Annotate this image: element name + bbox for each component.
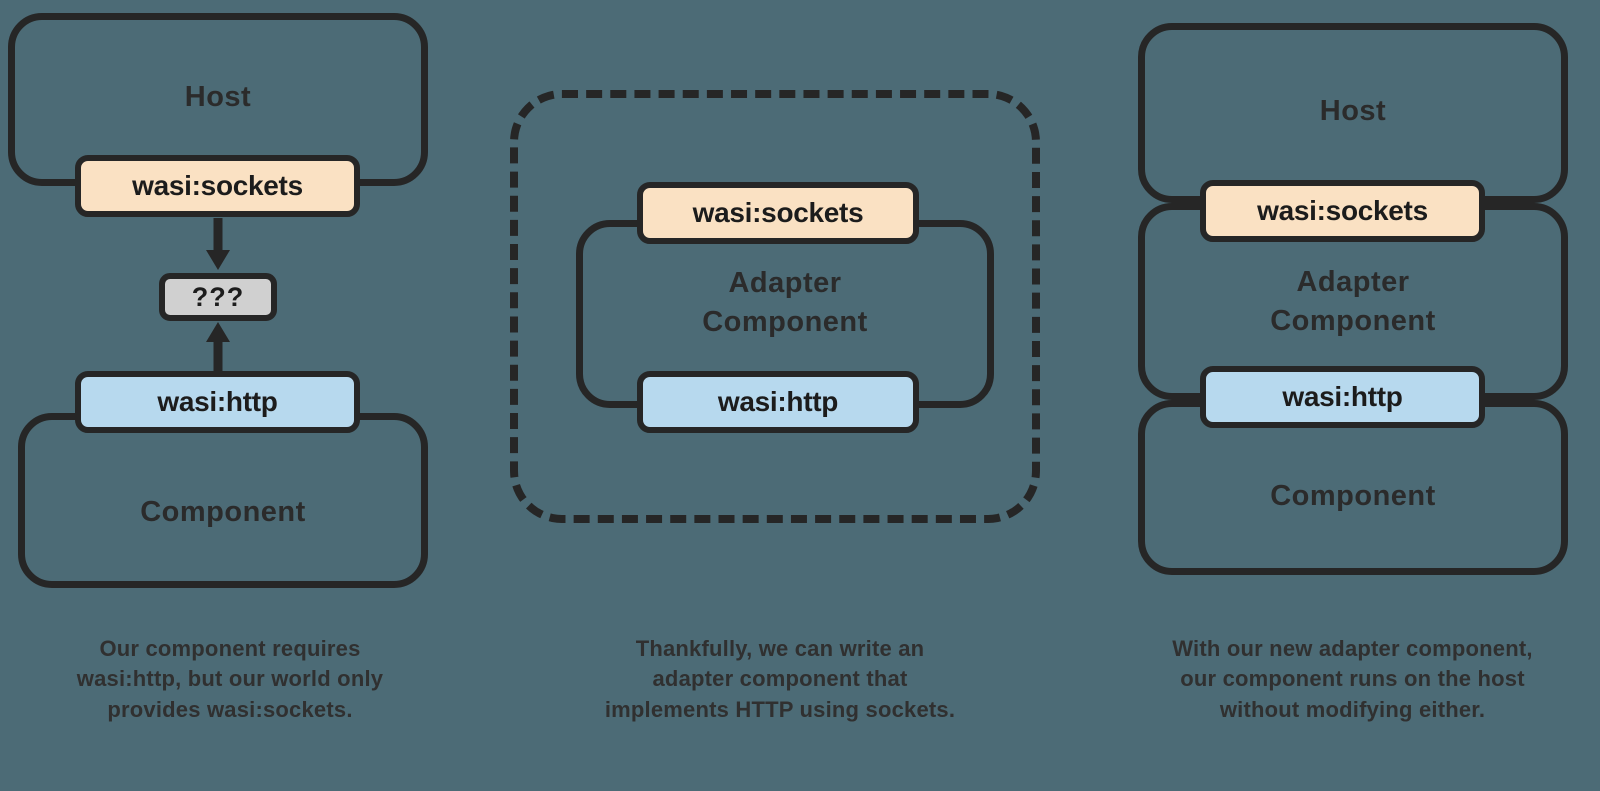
component-label-panel-3: Component xyxy=(1270,480,1436,512)
chip-wasi-http-panel-1[interactable]: wasi:http xyxy=(75,371,360,433)
adapter-label-panel-2: Adapter Component xyxy=(702,267,868,339)
host-label-panel-1: Host xyxy=(184,81,252,113)
chip-wasi-sockets-panel-1[interactable]: wasi:sockets xyxy=(75,155,360,217)
chip-label: wasi:http xyxy=(717,386,839,417)
chip-label: wasi:http xyxy=(1282,381,1403,412)
component-label-panel-1: Component xyxy=(140,496,306,528)
host-box-panel-3: Host xyxy=(1138,23,1568,203)
arrow-down-icon-panel-1 xyxy=(206,218,230,270)
chip-label: wasi:sockets xyxy=(132,170,303,201)
chip-label: wasi:sockets xyxy=(1257,195,1428,226)
panel-3: Host Adapter Component Component wasi:so… xyxy=(1120,0,1590,791)
chip-wasi-http-panel-2[interactable]: wasi:http xyxy=(637,371,919,433)
chip-label: wasi:http xyxy=(157,386,278,417)
world-boundary-box-panel-2 xyxy=(510,90,1040,523)
chip-label: ??? xyxy=(191,281,245,312)
panel-1: Host Component wasi:sockets ??? wasi:htt… xyxy=(0,0,460,791)
caption-panel-2: Thankfully, we can write an adapter comp… xyxy=(604,636,956,722)
chip-wasi-sockets-panel-3[interactable]: wasi:sockets xyxy=(1200,180,1485,242)
arrow-up-icon-panel-1 xyxy=(206,322,230,374)
host-label-panel-3: Host xyxy=(1319,95,1387,127)
chip-label: wasi:sockets xyxy=(692,197,864,228)
caption-panel-1: Our component requires wasi:http, but ou… xyxy=(76,636,384,722)
chip-wasi-http-panel-3[interactable]: wasi:http xyxy=(1200,366,1485,428)
chip-wasi-sockets-panel-2[interactable]: wasi:sockets xyxy=(637,182,919,244)
caption-panel-3: With our new adapter component, our comp… xyxy=(1172,636,1533,722)
panel-2: Adapter Component wasi:sockets wasi:http… xyxy=(500,0,1060,791)
adapter-label-panel-3: Adapter Component xyxy=(1270,266,1436,338)
component-box-panel-1: Component xyxy=(18,413,428,588)
chip-unknown-panel-1[interactable]: ??? xyxy=(159,273,277,321)
